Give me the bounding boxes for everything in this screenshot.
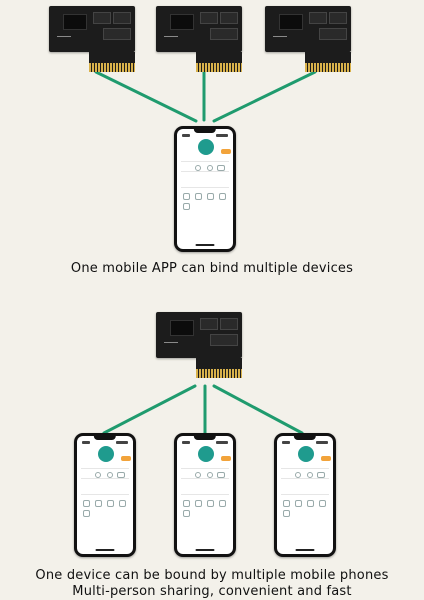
controller-board-3 [265, 6, 351, 72]
caption-bottom-line2: Multi-person sharing, convenient and fas… [72, 584, 352, 599]
smartphone-app [174, 126, 236, 252]
smartphone-user-1 [74, 433, 136, 557]
caption-bottom-line1: One device can be bound by multiple mobi… [35, 568, 389, 583]
connector-line-bottom-right [212, 384, 304, 435]
connector-line-bottom-left [102, 384, 197, 435]
connector-line-top-left [94, 70, 198, 123]
smartphone-user-3 [274, 433, 336, 557]
controller-board-1 [49, 6, 135, 72]
connector-line-top-right [212, 70, 317, 123]
app-badge [221, 149, 231, 154]
smartphone-user-2 [174, 433, 236, 557]
caption-top: One mobile APP can bind multiple devices [70, 261, 354, 276]
controller-board-2 [156, 6, 242, 72]
app-status-dial [198, 139, 214, 155]
controller-board-shared [156, 312, 242, 378]
